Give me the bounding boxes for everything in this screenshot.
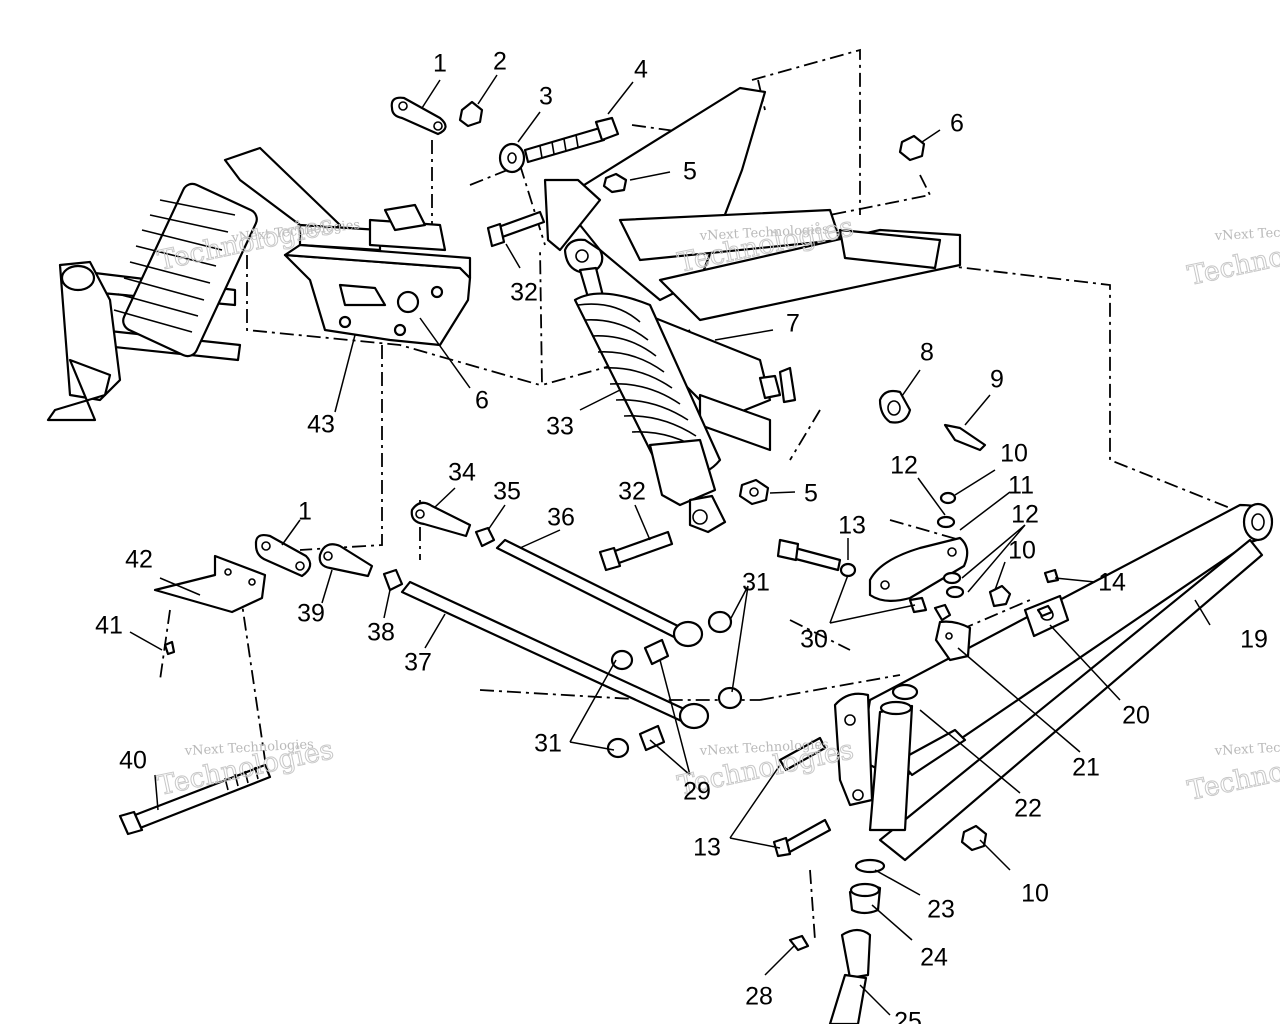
watermark-text: vNext Technologies [698, 737, 829, 759]
chassis-tubes [543, 86, 962, 452]
callout-25: 25 [894, 1007, 922, 1024]
callout-3: 3 [539, 82, 553, 111]
callout-28: 28 [745, 982, 773, 1011]
callout-10: 10 [1021, 879, 1049, 908]
link-plate-lower [254, 533, 312, 578]
lower-shock-hardware [598, 478, 770, 572]
callout-8: 8 [920, 338, 934, 367]
callout-43: 43 [307, 410, 335, 439]
callout-1: 1 [433, 49, 447, 78]
callout-7: 7 [786, 309, 800, 338]
callout-6: 6 [475, 386, 489, 415]
callout-34: 34 [448, 458, 476, 487]
callout-32: 32 [510, 278, 538, 307]
nut-lower [960, 824, 988, 852]
callout-35: 35 [493, 477, 521, 506]
callout-37: 37 [404, 648, 432, 677]
callout-2: 2 [493, 47, 507, 76]
leader-lines [129, 74, 1211, 1016]
callout-5: 5 [683, 157, 697, 186]
callout-4: 4 [634, 55, 648, 84]
callout-14: 14 [1098, 568, 1126, 597]
watermark-text: vNext Technologies [1213, 222, 1280, 244]
spindle-column [788, 683, 919, 1024]
callout-20: 20 [1122, 701, 1150, 730]
left-shock-spring [113, 182, 258, 358]
callout-32: 32 [618, 477, 646, 506]
bolt-40 [118, 763, 272, 836]
bolt-upper [776, 538, 857, 578]
tie-rod-36 [495, 538, 733, 648]
callout-13: 13 [838, 511, 866, 540]
callout-36: 36 [547, 503, 575, 532]
callout-10: 10 [1008, 536, 1036, 565]
callout-6: 6 [950, 109, 964, 138]
callout-13: 13 [693, 833, 721, 862]
watermark-text: vNext Technologies [698, 222, 829, 244]
callout-33: 33 [546, 412, 574, 441]
callout-19: 19 [1240, 625, 1268, 654]
left-suspension-assembly [46, 146, 447, 422]
callout-31: 31 [742, 568, 770, 597]
callout-12: 12 [890, 451, 918, 480]
block-20 [1023, 594, 1070, 638]
mount-plate-assembly [868, 491, 1060, 622]
callout-1: 1 [298, 497, 312, 526]
callout-21: 21 [1072, 753, 1100, 782]
callout-41: 41 [95, 611, 123, 640]
callout-39: 39 [297, 599, 325, 628]
upper-hardware [458, 100, 926, 248]
callout-24: 24 [920, 943, 948, 972]
pivot-pin [758, 366, 797, 404]
callout-42: 42 [125, 545, 153, 574]
callout-11: 11 [1008, 471, 1034, 500]
bolts-lower [772, 736, 832, 858]
tie-rod-37 [400, 580, 743, 730]
main-shock [563, 238, 727, 534]
watermark-text: vNext Technologies [183, 737, 314, 759]
callout-10: 10 [1000, 439, 1028, 468]
callout-23: 23 [927, 895, 955, 924]
callout-38: 38 [367, 618, 395, 647]
callout-30: 30 [800, 625, 828, 654]
rod-end-lower [318, 543, 404, 592]
bushings-29-31 [606, 638, 670, 759]
link-plate-upper [390, 96, 447, 136]
bushing-and-clip [878, 389, 987, 452]
callout-40: 40 [119, 746, 147, 775]
callout-12: 12 [1011, 500, 1039, 529]
callout-5: 5 [804, 479, 818, 508]
callout-31: 31 [534, 729, 562, 758]
bracket-42 [153, 554, 267, 656]
callout-9: 9 [990, 365, 1004, 394]
rod-end-upper [410, 501, 496, 548]
watermark-text: vNext Technologies [1213, 737, 1280, 759]
callout-29: 29 [683, 777, 711, 806]
callout-22: 22 [1014, 794, 1042, 823]
